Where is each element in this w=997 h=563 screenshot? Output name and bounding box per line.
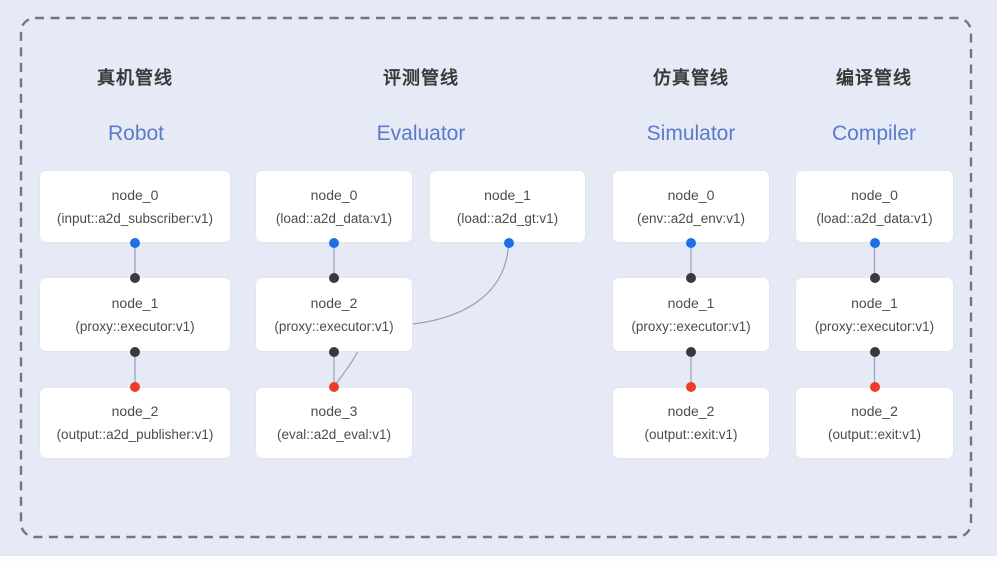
node-name: node_1 <box>111 294 159 311</box>
node-type: (input::a2d_subscriber:v1) <box>56 210 214 226</box>
node-compiler-2: node_2 (output::exit:v1) <box>795 387 954 459</box>
node-simulator-2: node_2 (output::exit:v1) <box>612 387 770 459</box>
node-name: node_0 <box>111 186 159 203</box>
node-evaluator-1: node_1 (load::a2d_gt:v1) <box>429 170 586 243</box>
black-dot-icon <box>869 347 880 357</box>
node-type: (output::a2d_publisher:v1) <box>56 427 214 442</box>
node-name: node_1 <box>667 294 715 311</box>
black-dot-icon <box>329 347 339 357</box>
node-evaluator-0: node_0 (load::a2d_data:v1) <box>255 170 413 243</box>
node-evaluator-2: node_2 (proxy::executor:v1) <box>255 277 413 352</box>
node-name: node_2 <box>851 403 898 419</box>
pipeline-title-en-simulator: Simulator <box>646 122 736 145</box>
black-dot-icon <box>869 272 880 283</box>
pipeline-title-zh-compiler: 编译管线 <box>836 68 912 88</box>
red-dot-icon <box>686 382 696 392</box>
black-dot-icon <box>686 272 696 283</box>
blue-dot-icon <box>869 237 880 248</box>
blue-dot-icon <box>130 237 140 248</box>
black-dot-icon <box>329 272 339 283</box>
node-type: (output::exit:v1) <box>644 427 738 442</box>
black-dot-icon <box>686 347 696 357</box>
node-robot-0: node_0 (input::a2d_subscriber:v1) <box>39 170 231 243</box>
red-dot-icon <box>130 382 140 392</box>
red-dot-icon <box>329 382 339 392</box>
bottom-white-strip <box>0 556 997 563</box>
node-type: (load::a2d_data:v1) <box>816 210 933 226</box>
node-name: node_0 <box>667 186 715 203</box>
pipeline-title-zh-robot: 真机管线 <box>97 68 173 88</box>
blue-dot-icon <box>329 237 339 248</box>
pipeline-title-en-evaluator: Evaluator <box>376 122 466 145</box>
node-name: node_3 <box>310 403 358 419</box>
node-type: (load::a2d_gt:v1) <box>456 210 559 226</box>
blue-dot-icon <box>503 237 514 248</box>
node-type: (proxy::executor:v1) <box>814 318 935 334</box>
red-dot-icon <box>869 382 880 392</box>
pipeline-title-zh-evaluator: 评测管线 <box>383 68 459 88</box>
node-type: (proxy::executor:v1) <box>75 318 195 334</box>
node-type: (load::a2d_data:v1) <box>275 210 393 226</box>
node-name: node_0 <box>851 186 898 203</box>
black-dot-icon <box>130 272 140 283</box>
node-name: node_2 <box>310 294 358 311</box>
blue-dot-icon <box>686 237 696 248</box>
node-simulator-0: node_0 (env::a2d_env:v1) <box>612 170 770 243</box>
node-simulator-1: node_1 (proxy::executor:v1) <box>612 277 770 352</box>
black-dot-icon <box>130 347 140 357</box>
node-type: (proxy::executor:v1) <box>631 318 751 334</box>
node-compiler-0: node_0 (load::a2d_data:v1) <box>795 170 954 243</box>
node-name: node_1 <box>484 186 531 203</box>
node-name: node_2 <box>111 403 159 419</box>
node-robot-2: node_2 (output::a2d_publisher:v1) <box>39 387 231 459</box>
pipeline-title-en-robot: Robot <box>107 122 165 145</box>
node-type: (env::a2d_env:v1) <box>636 210 746 226</box>
node-type: (proxy::executor:v1) <box>274 318 394 334</box>
node-name: node_1 <box>851 294 898 311</box>
pipeline-title-zh-simulator: 仿真管线 <box>653 68 729 88</box>
node-compiler-1: node_1 (proxy::executor:v1) <box>795 277 954 352</box>
node-name: node_0 <box>310 186 358 203</box>
node-robot-1: node_1 (proxy::executor:v1) <box>39 277 231 352</box>
pipeline-title-en-compiler: Compiler <box>831 122 917 145</box>
node-name: node_2 <box>667 403 715 419</box>
node-type: (output::exit:v1) <box>827 427 922 442</box>
node-type: (eval::a2d_eval:v1) <box>276 427 392 442</box>
node-evaluator-3: node_3 (eval::a2d_eval:v1) <box>255 387 413 459</box>
